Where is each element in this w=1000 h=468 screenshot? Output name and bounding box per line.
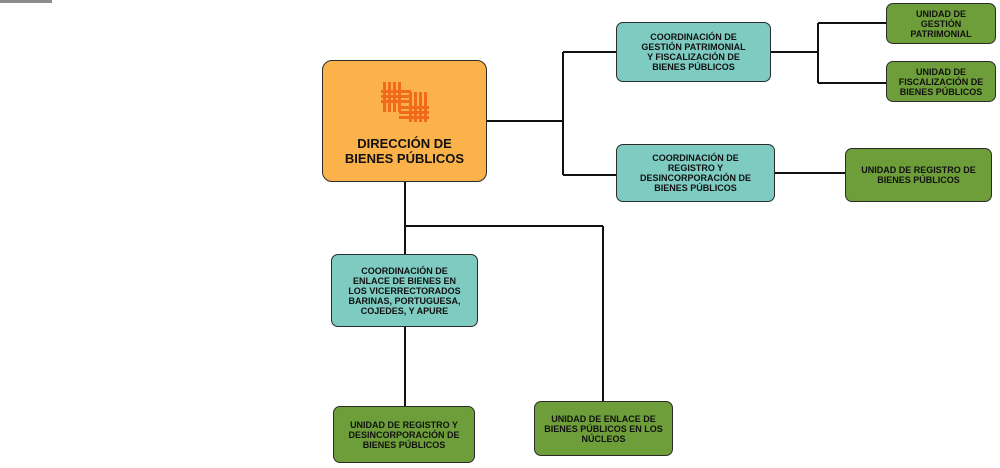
- corner-rule: [0, 0, 52, 3]
- node-coord-enlace-vicerrectorados: COORDINACIÓN DE ENLACE DE BIENES EN LOS …: [331, 254, 478, 327]
- node-unit-registro-desincorporacion: UNIDAD DE REGISTRO Y DESINCORPORACIÓN DE…: [333, 406, 475, 463]
- node-unit-registro-bienes: UNIDAD DE REGISTRO DE BIENES PÚBLICOS: [845, 148, 992, 202]
- node-label: UNIDAD DE REGISTRO Y DESINCORPORACIÓN DE…: [348, 419, 460, 450]
- institution-logo-icon: [380, 82, 429, 122]
- node-label: COORDINACIÓN DE ENLACE DE BIENES EN LOS …: [348, 265, 461, 316]
- node-label: UNIDAD DE ENLACE DE BIENES PÚBLICOS EN L…: [544, 413, 663, 444]
- node-unit-fiscalizacion: UNIDAD DE FISCALIZACIÓN DE BIENES PÚBLIC…: [886, 61, 996, 102]
- node-label: UNIDAD DE GESTIÓN PATRIMONIAL: [910, 8, 972, 39]
- node-label: UNIDAD DE REGISTRO DE BIENES PÚBLICOS: [861, 165, 976, 185]
- node-label: COORDINACIÓN DE REGISTRO Y DESINCORPORAC…: [639, 153, 751, 193]
- node-label: COORDINACIÓN DE GESTIÓN PATRIMONIAL Y FI…: [641, 32, 746, 72]
- node-coord-registro-desincorporacion: COORDINACIÓN DE REGISTRO Y DESINCORPORAC…: [616, 144, 775, 202]
- node-unit-enlace-nucleos: UNIDAD DE ENLACE DE BIENES PÚBLICOS EN L…: [534, 401, 673, 456]
- node-direccion-bienes-publicos: DIRECCIÓN DE BIENES PÚBLICOS: [322, 60, 487, 182]
- node-label: UNIDAD DE FISCALIZACIÓN DE BIENES PÚBLIC…: [898, 66, 984, 97]
- node-coord-gestion-patrimonial: COORDINACIÓN DE GESTIÓN PATRIMONIAL Y FI…: [616, 22, 771, 82]
- node-unit-gestion-patrimonial: UNIDAD DE GESTIÓN PATRIMONIAL: [886, 3, 996, 44]
- node-label: DIRECCIÓN DE BIENES PÚBLICOS: [344, 136, 465, 166]
